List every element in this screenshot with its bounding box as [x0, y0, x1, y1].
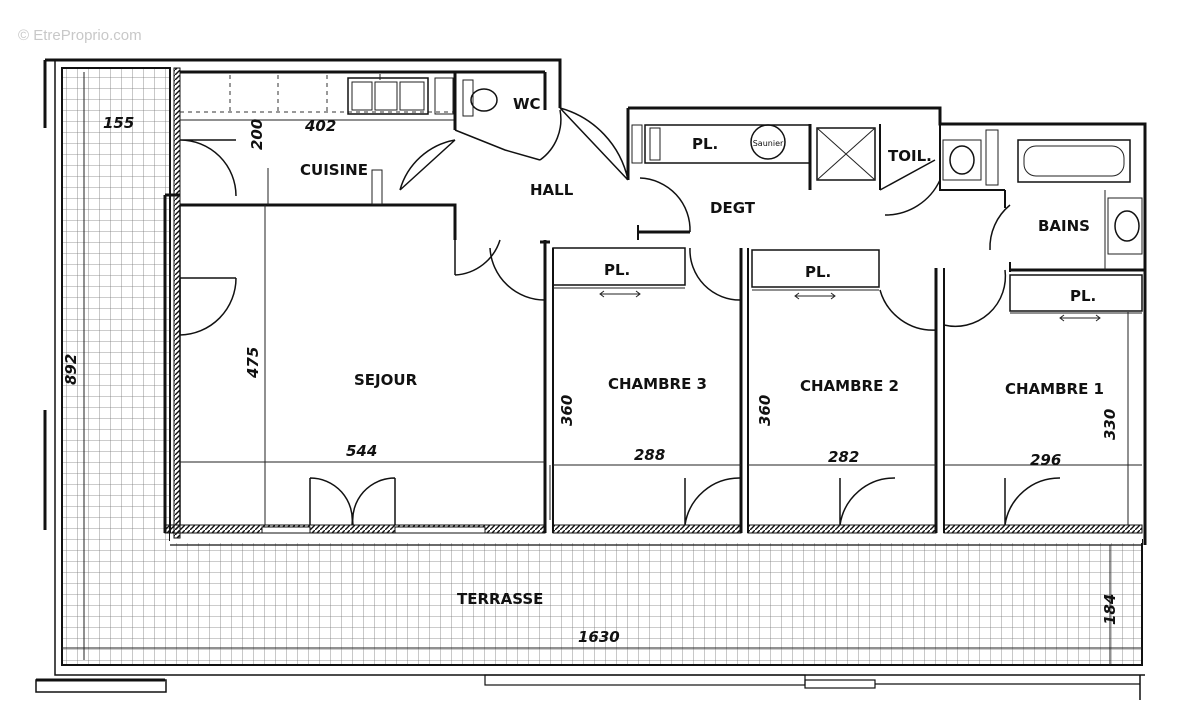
toilet-icon	[462, 79, 498, 117]
fixtures: Saunier	[347, 74, 1143, 255]
room-label-terrasse: TERRASSE	[457, 590, 543, 608]
room-label-hall: HALL	[530, 181, 574, 199]
stove-icon	[434, 77, 454, 115]
bathtub-icon	[1017, 139, 1131, 183]
dim-sejour-width: 544	[346, 442, 377, 460]
closet-chambre2	[751, 249, 880, 288]
cabinet-icon	[985, 129, 999, 186]
room-label-cuisine: CUISINE	[300, 161, 368, 179]
doors	[179, 107, 1061, 534]
room-label-chambre2: CHAMBRE 2	[800, 377, 899, 395]
dim-chambre1-width: 296	[1030, 451, 1061, 469]
dim-chambre3-depth: 360	[558, 395, 576, 426]
room-label-chambre3: CHAMBRE 3	[608, 375, 707, 393]
dim-sejour-depth: 475	[244, 347, 262, 379]
dim-terrasse-left-width: 155	[103, 114, 134, 132]
watermark: © EtreProprio.com	[18, 27, 142, 44]
closet-label-chambre2: PL.	[805, 263, 831, 281]
dim-terrasse-left-length: 892	[62, 354, 80, 385]
dimension-labels: 155 892 200 402 475 544 360 288 360 282 …	[62, 114, 1119, 646]
fridge-icon	[371, 169, 383, 205]
closet-degt	[644, 124, 811, 164]
dim-chambre1-depth: 330	[1101, 409, 1119, 440]
dimension-lines	[62, 72, 1142, 665]
water-heater-label: Saunier	[753, 139, 784, 148]
closet-label-degt: PL.	[692, 135, 718, 153]
dim-terrasse-length: 1630	[578, 628, 620, 646]
kitchen-sink-icon	[347, 74, 429, 115]
shower-icon	[816, 127, 876, 181]
washbasin-icon	[942, 139, 982, 181]
room-label-sejour: SEJOUR	[354, 371, 418, 389]
dim-chambre3-width: 288	[634, 446, 665, 464]
water-heater-icon: Saunier	[750, 124, 786, 160]
bath-washbasin-icon	[1107, 197, 1143, 255]
room-label-wc: WC	[513, 95, 541, 113]
closet-label-chambre1: PL.	[1070, 287, 1096, 305]
room-label-chambre1: CHAMBRE 1	[1005, 380, 1104, 398]
closets: PL. PL. PL. PL.	[552, 124, 1143, 322]
closet-chambre1	[1009, 274, 1143, 312]
interior-walls	[179, 72, 1145, 533]
dim-chambre2-width: 282	[828, 448, 859, 466]
room-label-degt: DEGT	[710, 199, 756, 217]
dim-chambre2-depth: 360	[756, 395, 774, 426]
terrasse-area	[35, 60, 1145, 700]
dim-cuisine-length: 402	[304, 117, 336, 135]
closet-chambre3	[552, 247, 686, 286]
dim-terrasse-depth: 184	[1101, 594, 1119, 625]
exterior-walls	[43, 58, 1147, 545]
room-label-bains: BAINS	[1038, 217, 1090, 235]
dim-cuisine-depth: 200	[248, 119, 266, 150]
room-labels: WC CUISINE HALL DEGT TOIL. BAINS SEJOUR …	[300, 95, 1104, 608]
closet-label-chambre3: PL.	[604, 261, 630, 279]
room-label-toil: TOIL.	[888, 147, 932, 165]
